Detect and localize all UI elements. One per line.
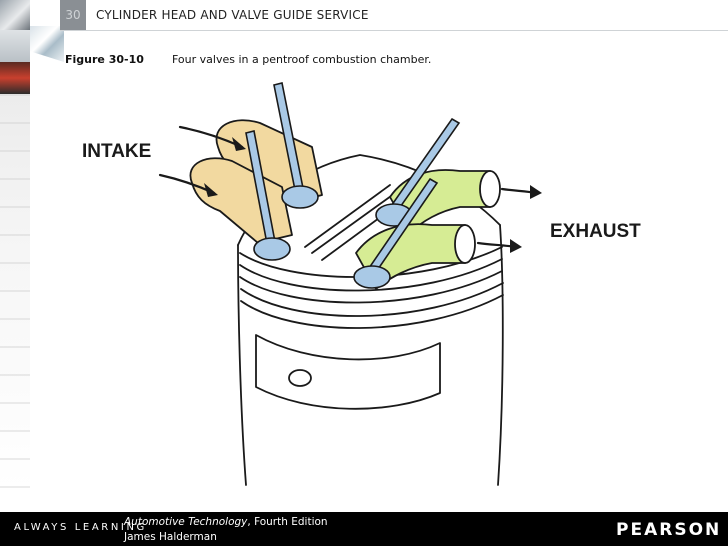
- exhaust-label: EXHAUST: [550, 221, 641, 242]
- valve-illustration: INTAKE EXHAUST: [60, 75, 660, 495]
- decorative-crystal-image: [30, 26, 64, 62]
- figure-label: Figure 30-10: [65, 53, 144, 66]
- book-author: James Halderman: [124, 531, 217, 543]
- intake-valve-head: [282, 186, 318, 208]
- thumbnail-image: [0, 94, 30, 490]
- piston-right-edge: [498, 225, 503, 485]
- figure-caption: Four valves in a pentroof combustion cha…: [172, 53, 431, 66]
- piston-skirt-window: [256, 335, 440, 409]
- thumbnail-image: [0, 0, 30, 30]
- footer-bar: ALWAYS LEARNING Automotive Technology, F…: [0, 512, 728, 546]
- book-edition: , Fourth Edition: [247, 516, 327, 528]
- intake-label: INTAKE: [82, 141, 151, 162]
- book-title: Automotive Technology, Fourth Edition: [124, 516, 328, 528]
- exhaust-port-opening: [455, 225, 475, 263]
- exhaust-port-opening: [480, 171, 500, 207]
- intake-valve-head: [254, 238, 290, 260]
- header-divider: [60, 30, 728, 31]
- publisher-logo: PEARSON: [616, 520, 721, 540]
- wrist-pin-boss: [289, 370, 311, 386]
- arrowhead: [530, 185, 542, 199]
- exhaust-valve-head: [354, 266, 390, 288]
- chapter-title: CYLINDER HEAD AND VALVE GUIDE SERVICE: [96, 8, 369, 22]
- book-title-italic: Automotive Technology: [124, 516, 247, 528]
- thumbnail-image: [0, 30, 30, 62]
- thumbnail-strip: [0, 0, 30, 490]
- thumbnail-car-image: [0, 62, 30, 94]
- chapter-number: 30: [60, 0, 86, 30]
- pentroof-chamber-drawing: INTAKE EXHAUST: [60, 75, 660, 495]
- arrowhead: [510, 239, 522, 253]
